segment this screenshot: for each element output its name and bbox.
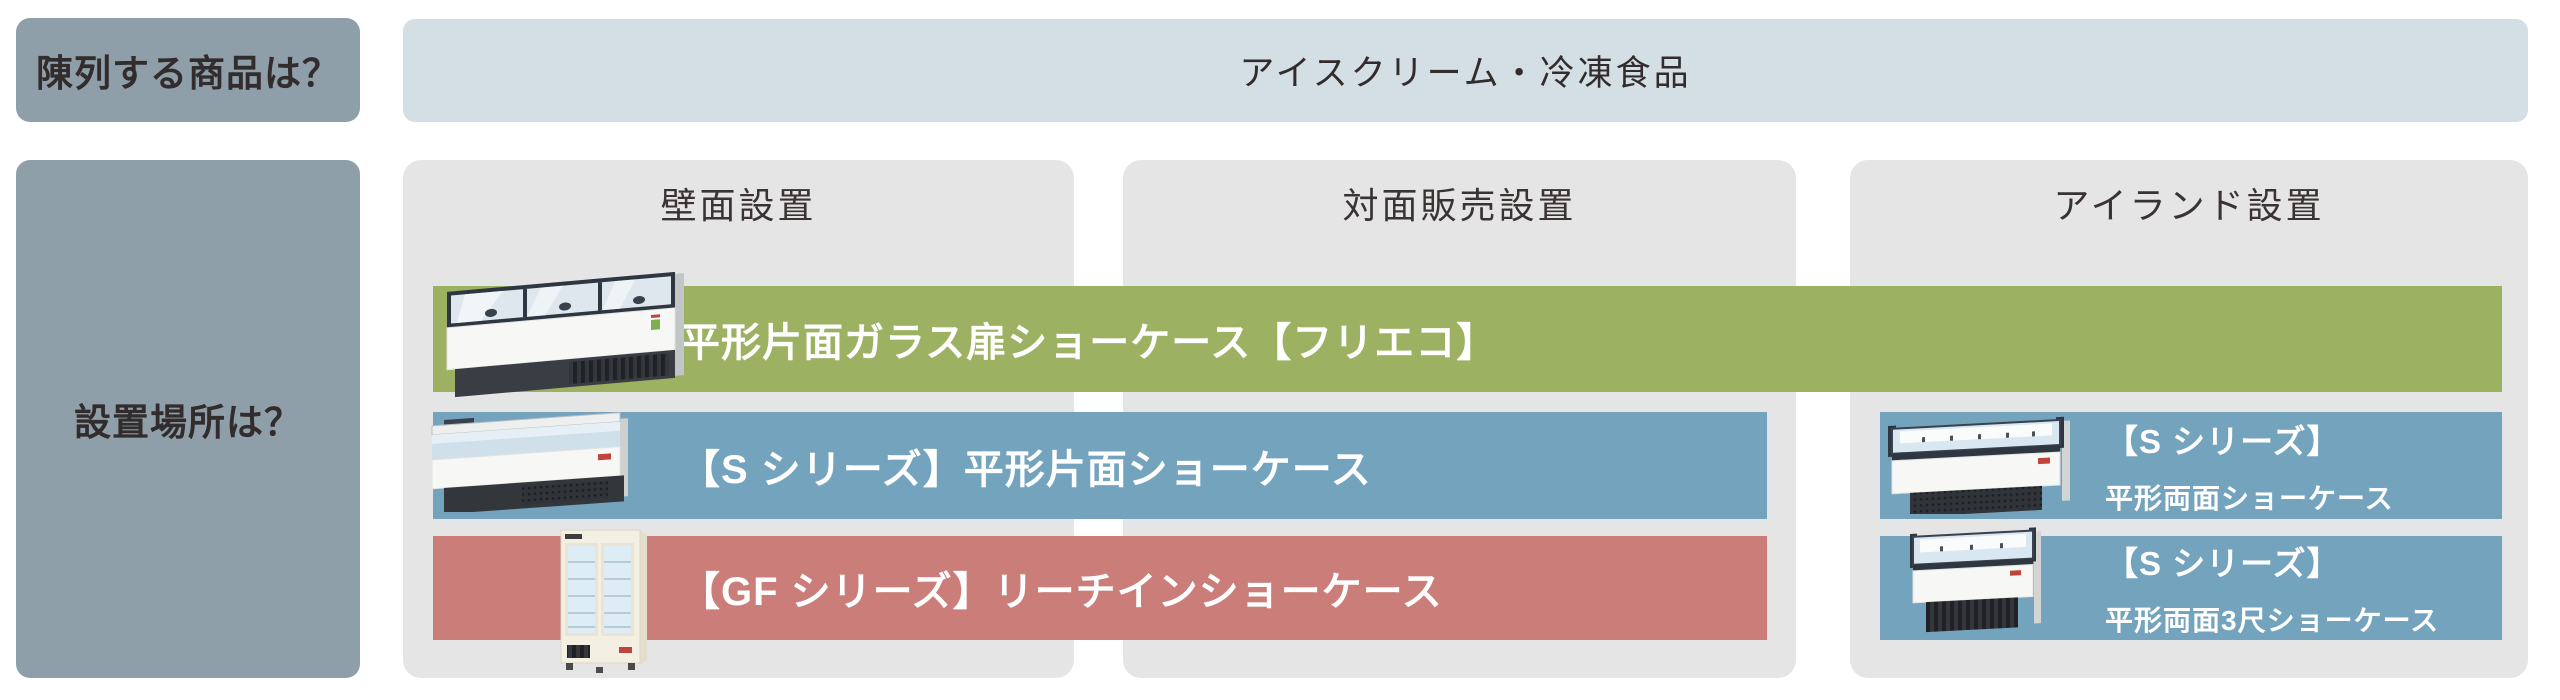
column-wall-header: 壁面設置 [660,185,817,226]
product-bar-frieco[interactable]: 平形片面ガラス扉ショーケース【フリエコ】 [433,286,2502,392]
product-bar-frieco-label: 平形片面ガラス扉ショーケース【フリエコ】 [680,321,1498,365]
product-bar-gf-series-reach-in-label: 【GF シリーズ】リーチインショーケース [680,570,1443,614]
product-bar-gf-series-reach-in[interactable]: 【GF シリーズ】リーチインショーケース [433,536,1767,640]
product-question-label: 陳列する商品は？ [36,53,340,94]
product-box-s-series-flat-double-3shaku[interactable]: 【S シリーズ】 平形両面3尺ショーケース [1880,536,2502,640]
location-question-box: 設置場所は？ [16,160,360,678]
column-island-header: アイランド設置 [2053,185,2325,226]
category-bar: アイスクリーム・冷凍食品 [403,19,2528,122]
product-bar-s-series-flat-single-label: 【S シリーズ】平形片面ショーケース [680,447,1372,492]
column-counter-header: 対面販売設置 [1342,185,1577,226]
product-box-s-series-flat-double-3shaku-line1: 【S シリーズ】 [2105,545,2341,582]
product-box-s-series-flat-double[interactable]: 【S シリーズ】 平形両面ショーケース [1880,412,2502,519]
product-bar-s-series-flat-single[interactable]: 【S シリーズ】平形片面ショーケース [433,412,1767,519]
product-question-box: 陳列する商品は？ [16,18,360,122]
category-label: アイスクリーム・冷凍食品 [1239,54,1692,93]
location-question-label: 設置場所は？ [74,402,302,443]
product-box-s-series-flat-double-line1: 【S シリーズ】 [2105,422,2341,460]
product-box-s-series-flat-double-3shaku-line2: 平形両面3尺ショーケース [2105,605,2440,636]
product-box-s-series-flat-double-line2: 平形両面ショーケース [2105,482,2394,514]
